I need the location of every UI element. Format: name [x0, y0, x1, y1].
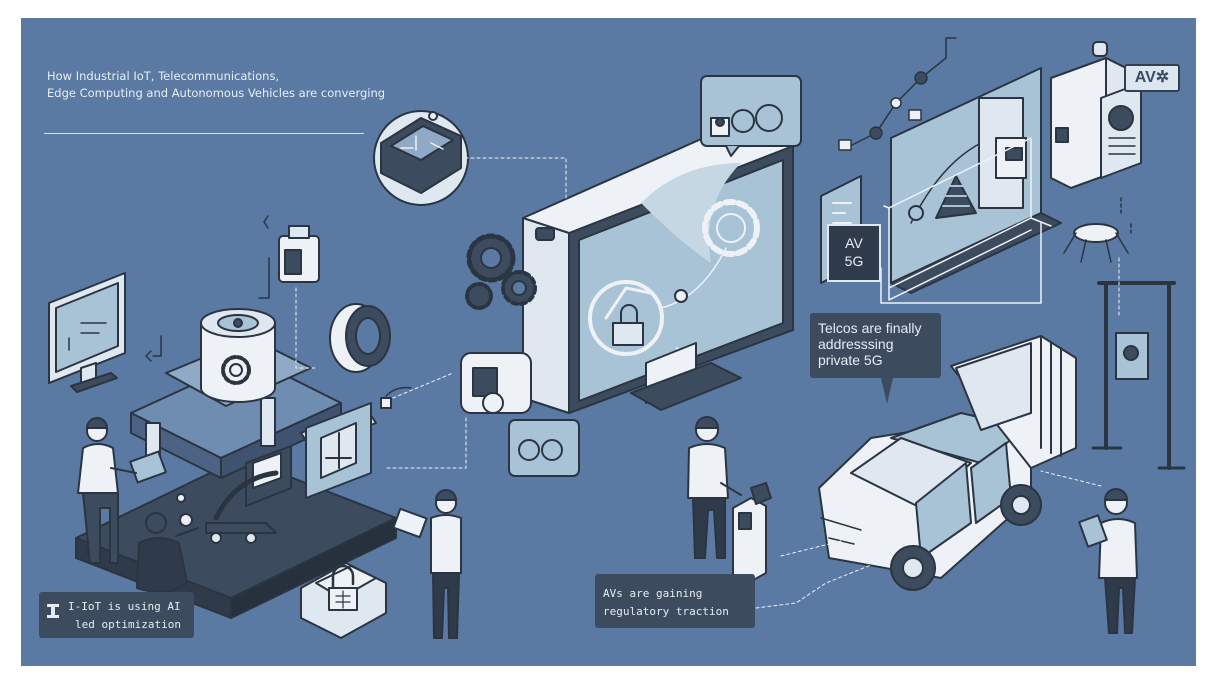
title-divider [44, 133, 364, 134]
gate-post [1091, 281, 1186, 470]
av-tag: AV✲ [1124, 64, 1180, 92]
monitor-icon [48, 272, 126, 393]
title-line-1: How Industrial IoT, Telecommunications, [47, 69, 280, 83]
regulatory-callout-line-2: regulatory traction [603, 605, 729, 618]
padlock-icon [300, 562, 387, 639]
title: How Industrial IoT, Telecommunications, … [47, 68, 385, 102]
kiosk [1050, 41, 1142, 189]
telco-callout-line-3: private 5G [818, 352, 883, 368]
network-nodes [838, 37, 957, 151]
iiot-callout-line-2: led optimization [75, 618, 181, 631]
title-line-2: Edge Computing and Autonomous Vehicles a… [47, 86, 386, 100]
telco-callout-pointer [881, 378, 893, 404]
car-icon [818, 335, 1077, 591]
illustration-panel: How Industrial IoT, Telecommunications, … [21, 18, 1196, 666]
charging-station [732, 482, 772, 584]
person-icon [1078, 488, 1138, 634]
telco-callout: Telcos are finally addresssing private 5… [810, 313, 941, 378]
link-icon [329, 303, 391, 373]
drone-icon [1063, 197, 1132, 263]
large-monitor [522, 127, 794, 414]
scene-artwork [48, 37, 1186, 639]
circuit-zoom [373, 110, 469, 206]
iiot-callout-line-1: I-IoT is using AI [68, 600, 181, 613]
av-badge-line-1: AV [845, 235, 863, 251]
av-badge-line-2: 5G [844, 253, 864, 269]
dashboard-panel [890, 67, 1062, 294]
av-5g-badge: AV 5G [827, 224, 881, 282]
person-icon [687, 416, 742, 559]
i-beam-icon [47, 604, 59, 618]
person-icon [77, 417, 167, 564]
gear-icon [465, 233, 537, 310]
chat-bubble-icon [700, 75, 802, 157]
telco-callout-line-1: Telcos are finally [818, 320, 922, 336]
regulatory-callout-line-1: AVs are gaining [603, 587, 703, 600]
regulatory-callout: AVs are gaining regulatory traction [595, 574, 755, 628]
camera-icon [460, 352, 532, 414]
person-icon [136, 493, 199, 593]
device-icon [258, 215, 320, 299]
glass-frame [880, 137, 1052, 304]
iiot-callout: I-IoT is using AI led optimization [39, 592, 194, 638]
chat-bubble-icon [508, 419, 580, 477]
telco-callout-line-2: addresssing [818, 336, 894, 352]
person-icon [392, 489, 462, 639]
